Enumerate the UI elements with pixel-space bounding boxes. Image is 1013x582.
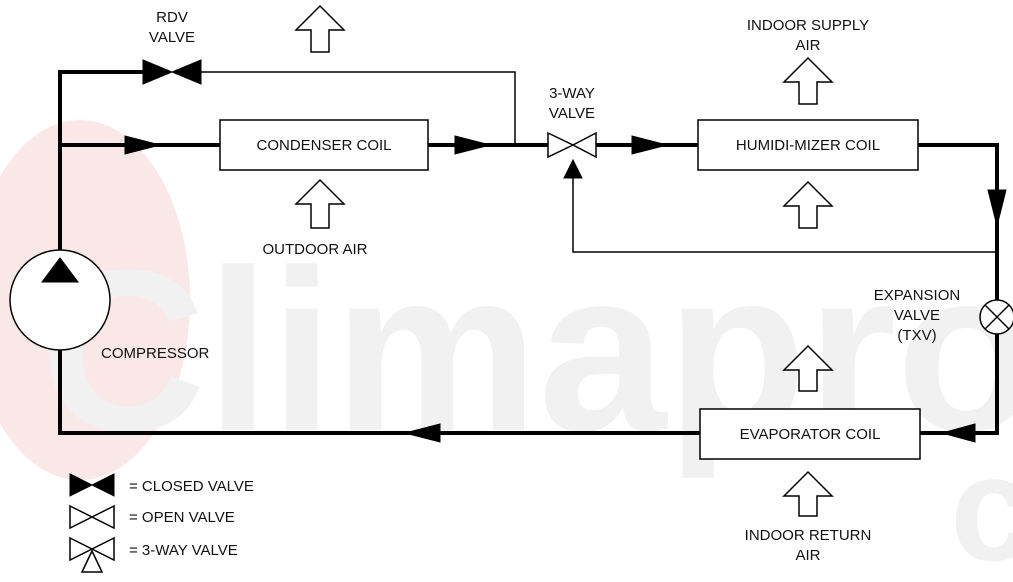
legend-closed-right-icon bbox=[90, 473, 115, 497]
three-way-valve-left-icon bbox=[547, 131, 575, 159]
three-way-label-line1: 3-WAY bbox=[549, 85, 595, 102]
three-way-bypass-line bbox=[572, 175, 997, 253]
evaporator-coil-label: EVAPORATOR COIL bbox=[740, 426, 881, 443]
compressor-arrow-icon bbox=[41, 257, 79, 283]
legend-open-valve: = OPEN VALVE bbox=[69, 504, 235, 530]
expansion-valve: EXPANSION VALVE (TXV) bbox=[874, 287, 1013, 344]
legend: = CLOSED VALVE = OPEN VALVE = 3-WAY VALV… bbox=[69, 473, 254, 573]
supply-air-arrow-icon bbox=[782, 56, 834, 105]
flow-arrow-from-condenser bbox=[454, 135, 491, 155]
three-way-valve-right-icon bbox=[571, 131, 597, 159]
expansion-label-line1: EXPANSION bbox=[874, 287, 960, 304]
legend-three-way-valve: = 3-WAY VALVE bbox=[69, 536, 238, 573]
expansion-valve-cross-icon-2 bbox=[984, 304, 1010, 330]
outdoor-air-label: OUTDOOR AIR bbox=[262, 241, 367, 258]
legend-3way-bottom-icon bbox=[80, 549, 104, 573]
humidimizer-coil-label: HUMIDI-MIZER COIL bbox=[736, 137, 880, 154]
compressor-label: COMPRESSOR bbox=[101, 345, 210, 362]
compressor: COMPRESSOR bbox=[9, 249, 210, 362]
outdoor-air-arrow-icon bbox=[294, 178, 346, 229]
flow-arrow-to-evaporator bbox=[940, 423, 976, 443]
legend-three-way-label: = 3-WAY VALVE bbox=[129, 542, 238, 559]
return-air-label-line2: AIR bbox=[795, 547, 820, 564]
legend-open-label: = OPEN VALVE bbox=[129, 509, 235, 526]
legend-open-right-icon bbox=[90, 504, 115, 530]
expansion-label-line2: VALVE bbox=[894, 307, 940, 324]
legend-closed-label: = CLOSED VALVE bbox=[129, 478, 254, 495]
condenser-coil-box bbox=[219, 119, 429, 171]
rdv-label-line2: VALVE bbox=[149, 29, 195, 46]
expansion-label-line3: (TXV) bbox=[897, 327, 936, 344]
legend-closed-left-icon bbox=[69, 473, 94, 497]
humidimizer-outlet-line bbox=[916, 143, 999, 302]
watermark-fragment: c bbox=[950, 424, 1013, 577]
flow-arrows bbox=[124, 135, 1007, 443]
condenser-coil-label: CONDENSER COIL bbox=[256, 137, 391, 154]
return-air-arrow-icon bbox=[782, 470, 834, 517]
legend-3way-left-icon bbox=[69, 536, 94, 562]
three-way-valve: 3-WAY VALVE bbox=[547, 85, 597, 159]
evaporator-coil: EVAPORATOR COIL bbox=[699, 408, 921, 460]
flow-arrow-to-condenser bbox=[124, 135, 161, 155]
rdv-valve: RDV VALVE bbox=[142, 9, 202, 85]
legend-closed-valve: = CLOSED VALVE bbox=[69, 473, 254, 497]
flow-arrow-to-compressor bbox=[404, 423, 441, 443]
condenser-exhaust-arrow-icon bbox=[294, 4, 346, 53]
flow-arrow-down-right bbox=[987, 189, 1007, 227]
rdv-label-line1: RDV bbox=[156, 9, 188, 26]
return-air-label-line1: INDOOR RETURN bbox=[745, 527, 872, 544]
rdv-valve-right-icon bbox=[170, 59, 202, 85]
flow-arrow-bypass-up bbox=[563, 158, 583, 179]
supply-air-label-line2: AIR bbox=[795, 37, 820, 54]
evaporator-air-out-arrow-icon bbox=[782, 344, 834, 392]
bypass-lines bbox=[201, 71, 997, 253]
humidimizer-coil-box bbox=[697, 119, 919, 171]
legend-3way-right-icon bbox=[90, 536, 115, 562]
supply-air-label-line1: INDOOR SUPPLY bbox=[747, 17, 869, 34]
evaporator-coil-box bbox=[699, 408, 921, 460]
humidimizer-coil: HUMIDI-MIZER COIL bbox=[697, 119, 919, 171]
three-way-label-line2: VALVE bbox=[549, 105, 595, 122]
flow-arrow-to-humidimizer bbox=[631, 135, 668, 155]
condenser-coil: CONDENSER COIL bbox=[219, 119, 429, 171]
compressor-circle bbox=[9, 249, 111, 351]
humidimizer-air-arrow-icon bbox=[782, 180, 834, 229]
rdv-outlet-line bbox=[201, 71, 516, 145]
legend-open-left-icon bbox=[69, 504, 94, 530]
air-arrows bbox=[294, 4, 834, 517]
rdv-valve-left-icon bbox=[142, 59, 174, 85]
